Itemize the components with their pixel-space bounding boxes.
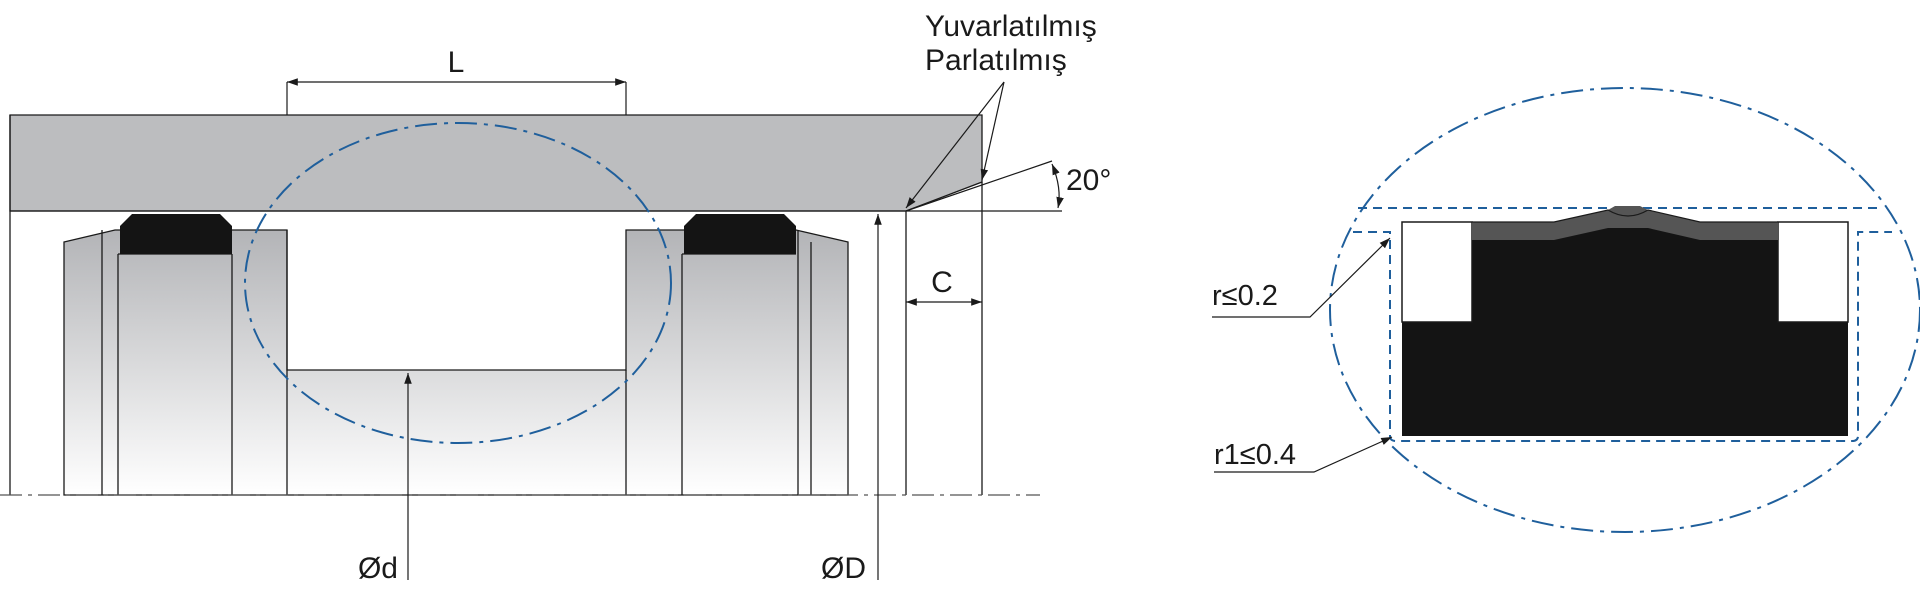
angle-label: 20° xyxy=(1066,164,1111,197)
seal-left xyxy=(120,214,232,254)
radius-leader xyxy=(1212,237,1391,318)
piston-body xyxy=(63,229,849,496)
surface-note-leaders xyxy=(905,81,1005,209)
seal-detail-lip-edge xyxy=(1472,209,1778,223)
detail-outline xyxy=(1329,87,1920,533)
seal-detail-body xyxy=(1402,222,1848,436)
surface-note-line1: Yuvarlatılmış xyxy=(925,10,1097,43)
cross-section-view: L Yuvarlatılmış Parlatılmış 20° C Ød ØD xyxy=(0,10,1111,585)
seal-detail-lip xyxy=(1472,206,1778,240)
length-label: L xyxy=(448,46,465,79)
angle-dimension xyxy=(905,160,1064,212)
chamfer-label: C xyxy=(931,266,953,299)
seal-right xyxy=(684,214,796,254)
detail-circle xyxy=(244,122,672,444)
length-dimension xyxy=(286,78,627,115)
surface-note-line2: Parlatılmış xyxy=(925,44,1067,77)
seal-detail-left-cavity xyxy=(1401,221,1473,323)
inner-diameter-label: Ød xyxy=(358,552,398,585)
outer-diameter-label: ØD xyxy=(821,552,866,585)
radius-1-label: r1≤0.4 xyxy=(1214,439,1296,471)
radius-label: r≤0.2 xyxy=(1212,280,1278,312)
seal-detail-right-cavity xyxy=(1777,221,1849,323)
detail-view: r≤0.2 r1≤0.4 xyxy=(1212,87,1920,533)
radius-1-leader xyxy=(1214,436,1393,473)
housing-body xyxy=(9,114,983,212)
